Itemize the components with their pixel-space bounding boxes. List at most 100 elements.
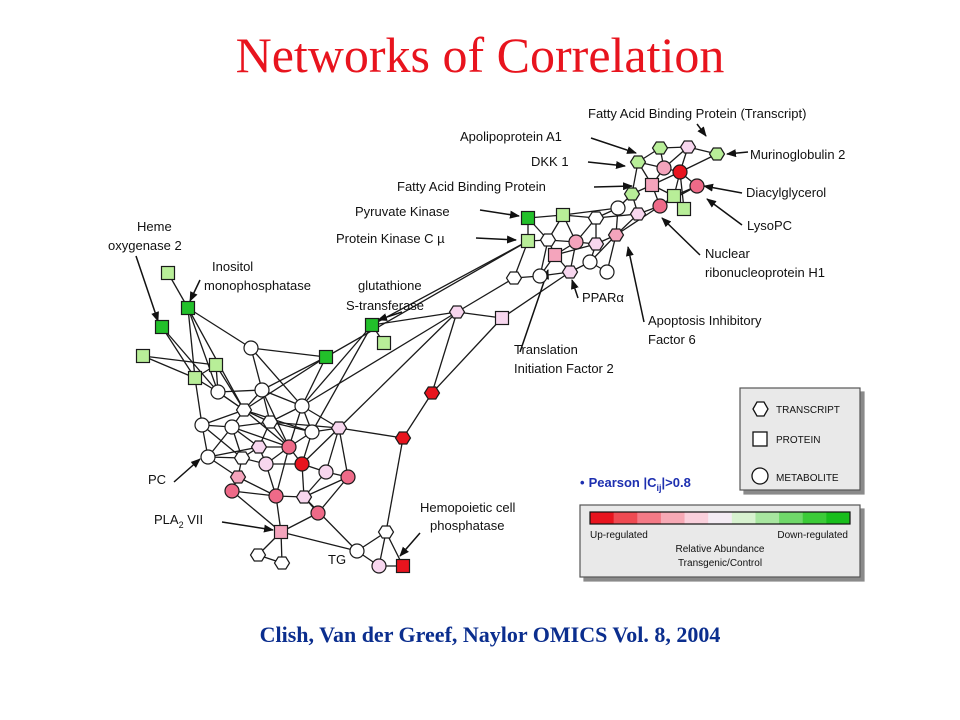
edge-e1-e2 bbox=[402, 392, 433, 439]
edge-c4-c5 bbox=[142, 355, 217, 366]
node-transcript-hexagon-d3 bbox=[235, 403, 253, 417]
node-protein-square-c8 bbox=[318, 349, 334, 365]
label-tg: TG bbox=[328, 552, 346, 567]
edge-c2-c7 bbox=[187, 307, 252, 349]
node-transcript-hexagon-a14 bbox=[629, 207, 647, 221]
node-metabolite-circle-d28 bbox=[371, 558, 387, 574]
node-protein-square-a10 bbox=[666, 188, 682, 204]
edge-a26-b2 bbox=[501, 271, 571, 319]
label-pla2-vii: PLA2 VII bbox=[154, 512, 203, 530]
node-metabolite-circle-d19 bbox=[224, 483, 240, 499]
label-lysopc: LysoPC bbox=[747, 218, 792, 233]
node-transcript-hexagon-d21 bbox=[295, 490, 313, 504]
node-metabolite-circle-d26 bbox=[349, 543, 365, 559]
node-metabolite-circle-d8 bbox=[304, 424, 320, 440]
edge-d15-d9 bbox=[301, 427, 340, 465]
label-inositol-line2: monophosphatase bbox=[204, 278, 311, 293]
node-metabolite-circle-a25 bbox=[532, 268, 548, 284]
legend-metabolite-circle-icon bbox=[751, 467, 769, 485]
label-arrow-2 bbox=[590, 137, 637, 154]
edge-b1-d9 bbox=[338, 311, 458, 429]
node-metabolite-circle-d22 bbox=[310, 505, 326, 521]
edge-d23-d26 bbox=[280, 531, 358, 552]
label-arrow-14 bbox=[135, 255, 159, 322]
node-protein-square-a17 bbox=[520, 210, 536, 226]
colorbar-swatch-3 bbox=[637, 512, 662, 524]
label-apoptosis-line1: Apoptosis Inhibitory bbox=[648, 313, 762, 328]
label-nuclear-line2: ribonucleoprotein H1 bbox=[705, 265, 825, 280]
label-arrow-10 bbox=[661, 217, 701, 256]
label-fabp-transcript: Fatty Acid Binding Protein (Transcript) bbox=[588, 106, 806, 121]
edge-d5-d13 bbox=[201, 424, 243, 459]
colorbar-swatch-11 bbox=[826, 512, 851, 524]
citation-text: Clish, Van der Greef, Naylor OMICS Vol. … bbox=[259, 622, 721, 647]
node-transcript-hexagon-a3 bbox=[708, 147, 726, 161]
edge-b3-a19 bbox=[371, 240, 529, 326]
node-metabolite-circle-d11 bbox=[281, 439, 297, 455]
node-metabolite-circle-a27 bbox=[582, 254, 598, 270]
node-protein-square-c5 bbox=[208, 357, 224, 373]
node-metabolite-circle-c7 bbox=[243, 340, 259, 356]
edge-c4-c6 bbox=[142, 355, 196, 379]
edge-c2-c6 bbox=[187, 307, 196, 379]
node-protein-square-b4 bbox=[376, 335, 392, 351]
colorbar-swatch-8 bbox=[755, 512, 780, 524]
node-metabolite-circle-d2 bbox=[254, 382, 270, 398]
node-transcript-hexagon-b1 bbox=[448, 305, 466, 319]
label-arrow-15 bbox=[189, 279, 201, 302]
edge-c7-c8 bbox=[250, 347, 327, 358]
label-arrow-11 bbox=[625, 246, 645, 323]
node-transcript-hexagon-d13 bbox=[233, 451, 251, 465]
node-protein-square-d23 bbox=[273, 524, 289, 540]
node-protein-square-a12 bbox=[676, 201, 692, 217]
node-transcript-hexagon-e2 bbox=[394, 431, 412, 445]
legend-protein-square-icon bbox=[752, 431, 768, 447]
edge-e2-d27 bbox=[385, 437, 404, 533]
color-scale-bar-border bbox=[589, 511, 851, 525]
label-apolipoprotein-a1: Apolipoprotein A1 bbox=[460, 129, 562, 144]
edge-b3-d8 bbox=[311, 324, 373, 433]
node-metabolite-circle-d20 bbox=[268, 488, 284, 504]
node-transcript-hexagon-a20 bbox=[539, 233, 557, 247]
label-pyruvate-kinase: Pyruvate Kinase bbox=[355, 204, 450, 219]
node-metabolite-circle-a13 bbox=[610, 200, 626, 216]
legend-protein-label: PROTEIN bbox=[776, 435, 820, 446]
colorbar-down-label: Down-regulated bbox=[777, 530, 848, 541]
node-transcript-hexagon-a9 bbox=[623, 187, 641, 201]
edge-b1-d4 bbox=[301, 311, 458, 407]
label-ppar-alpha: PPARα bbox=[582, 290, 624, 305]
colorbar-swatch-1 bbox=[590, 512, 615, 524]
edge-d10-d12 bbox=[207, 446, 260, 458]
node-transcript-hexagon-d9 bbox=[330, 421, 348, 435]
node-metabolite-circle-d5 bbox=[194, 417, 210, 433]
edge-c3-d1 bbox=[161, 326, 219, 393]
label-inositol-line1: Inositol bbox=[212, 259, 253, 274]
colorbar-caption-line1: Relative Abundance bbox=[676, 544, 765, 555]
edge-d1-c2 bbox=[187, 307, 219, 393]
edge-c8-a19 bbox=[325, 240, 529, 358]
edge-c8-d2 bbox=[261, 356, 327, 391]
node-protein-square-c2 bbox=[180, 300, 196, 316]
edge-b1-e1 bbox=[431, 311, 458, 394]
node-metabolite-circle-a6 bbox=[672, 164, 688, 180]
node-metabolite-circle-d1 bbox=[210, 384, 226, 400]
label-arrow-5 bbox=[479, 209, 520, 219]
edge-d18-d22 bbox=[317, 476, 349, 514]
colorbar-swatch-7 bbox=[731, 512, 756, 524]
node-protein-square-b3 bbox=[364, 317, 380, 333]
node-metabolite-circle-d16 bbox=[318, 464, 334, 480]
label-arrow-9 bbox=[706, 198, 743, 226]
legend-transcript-label: TRANSCRIPT bbox=[776, 405, 840, 416]
label-arrow-8 bbox=[703, 183, 743, 194]
label-protein-kinase-c: Protein Kinase C µ bbox=[336, 231, 445, 246]
node-transcript-hexagon-a16 bbox=[607, 228, 625, 242]
color-scale-bar bbox=[590, 512, 851, 524]
label-translation-line1: Translation bbox=[514, 342, 578, 357]
label-arrow-4 bbox=[593, 182, 633, 191]
node-transcript-hexagon-a15 bbox=[587, 211, 605, 225]
edge-d9-d16 bbox=[325, 427, 340, 473]
node-transcript-hexagon-d17 bbox=[229, 470, 247, 484]
label-arrow-17 bbox=[173, 458, 201, 483]
edge-b2-e1 bbox=[431, 317, 503, 394]
